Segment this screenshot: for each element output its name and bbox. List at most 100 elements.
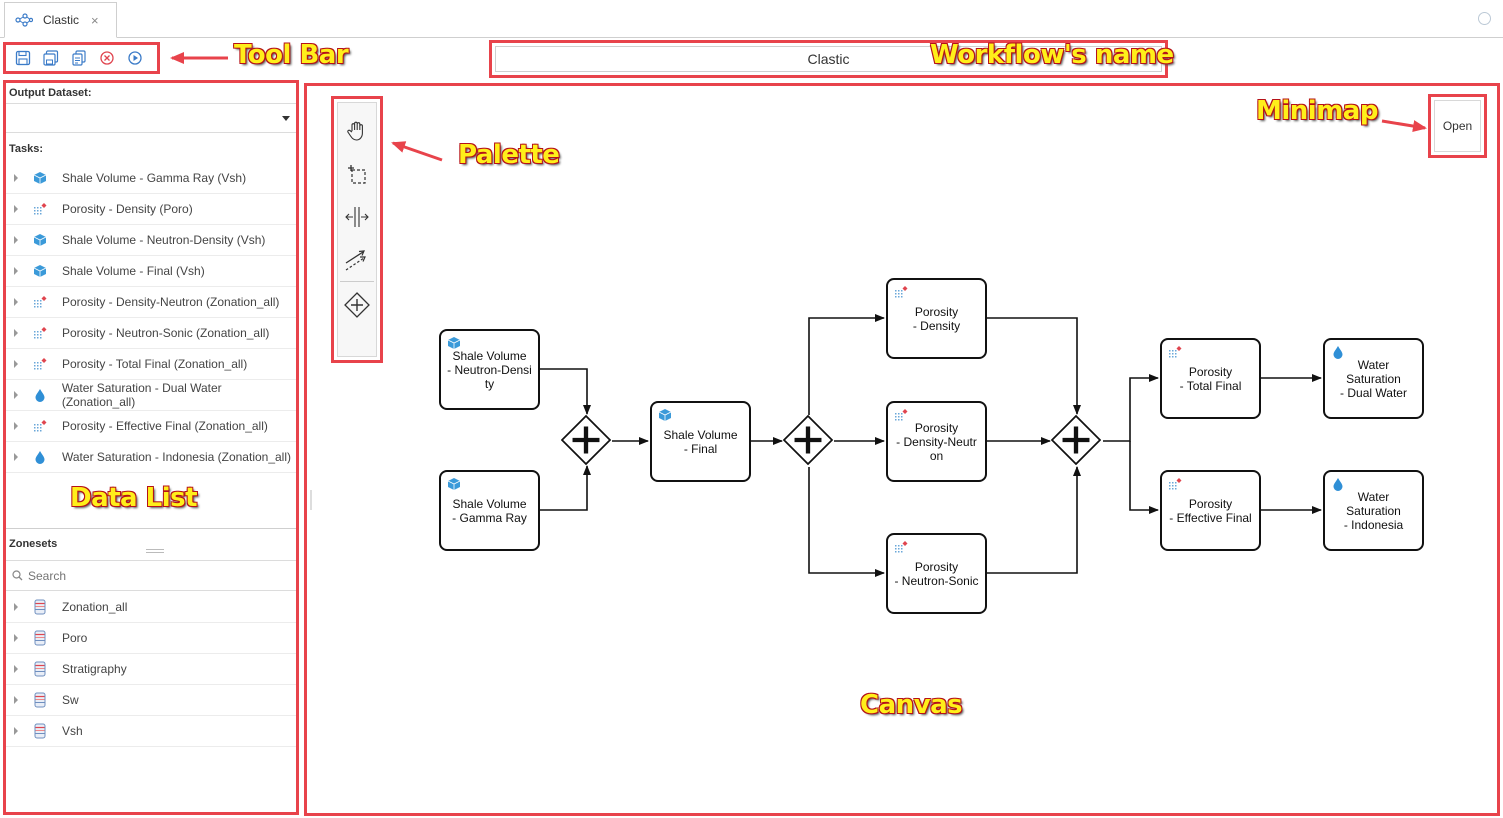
parallel-gateway-1[interactable] [561, 415, 611, 465]
search-input[interactable] [28, 568, 268, 583]
zoneset-icon [32, 630, 48, 646]
cancel-button[interactable] [98, 49, 116, 67]
close-icon[interactable]: × [91, 12, 99, 28]
node-shale-volume-final[interactable]: Shale Volume - Final [650, 401, 751, 482]
expand-arrow-icon[interactable] [14, 422, 18, 430]
expand-arrow-icon[interactable] [14, 360, 18, 368]
task-item[interactable]: Porosity - Neutron-Sonic (Zonation_all) [6, 318, 296, 349]
toolbar [3, 42, 160, 74]
node-label: Porosity - Neutron-Sonic [894, 559, 979, 588]
canvas[interactable] [304, 83, 1500, 816]
hand-tool-icon[interactable] [343, 117, 371, 145]
node-water-saturation-dual-water[interactable]: Water Saturation - Dual Water [1323, 338, 1424, 419]
cube-icon [32, 263, 48, 279]
splitter-handle[interactable] [146, 549, 164, 553]
expand-arrow-icon[interactable] [14, 267, 18, 275]
node-porosity-effective-final[interactable]: Porosity - Effective Final [1160, 470, 1261, 551]
zoneset-item[interactable]: Poro [6, 623, 296, 654]
workflow-icon [15, 13, 33, 27]
tab-clastic[interactable]: Clastic × [4, 2, 117, 38]
annotation-data-list: Data List [70, 483, 198, 513]
tab-bar: Clastic × [0, 0, 1503, 38]
task-item[interactable]: Porosity - Effective Final (Zonation_all… [6, 411, 296, 442]
task-label: Porosity - Neutron-Sonic (Zonation_all) [62, 326, 270, 340]
annotation-workflow-name: Workflow's name [930, 40, 1174, 70]
zoneset-item[interactable]: Sw [6, 685, 296, 716]
save-button[interactable] [14, 49, 32, 67]
node-water-saturation-indonesia[interactable]: Water Saturation - Indonesia [1323, 470, 1424, 551]
task-item[interactable]: Porosity - Density-Neutron (Zonation_all… [6, 287, 296, 318]
expand-arrow-icon[interactable] [14, 696, 18, 704]
node-porosity-total-final[interactable]: Porosity - Total Final [1160, 338, 1261, 419]
refresh-icon[interactable] [1478, 12, 1491, 25]
search-icon [12, 570, 23, 581]
annotation-toolbar: Tool Bar [234, 40, 349, 70]
expand-arrow-icon[interactable] [14, 329, 18, 337]
task-label: Porosity - Effective Final (Zonation_all… [62, 419, 268, 433]
node-shale-volume-gamma-ray[interactable]: Shale Volume - Gamma Ray [439, 470, 540, 551]
output-dataset-select[interactable] [6, 103, 296, 133]
parallel-gateway-3[interactable] [1051, 415, 1101, 465]
parallel-gateway-2[interactable] [783, 415, 833, 465]
zoneset-item[interactable]: Vsh [6, 716, 296, 747]
expand-arrow-icon[interactable] [14, 391, 18, 399]
copy-button[interactable] [70, 49, 88, 67]
porosity-icon [32, 356, 48, 372]
task-item[interactable]: Shale Volume - Neutron-Density (Vsh) [6, 225, 296, 256]
zoneset-icon [32, 723, 48, 739]
lasso-tool-icon[interactable] [343, 160, 371, 188]
node-porosity-neutron-sonic[interactable]: Porosity - Neutron-Sonic [886, 533, 987, 614]
node-label: Porosity - Density-Neutr on [896, 420, 977, 463]
expand-arrow-icon[interactable] [14, 453, 18, 461]
zoneset-label: Zonation_all [62, 600, 128, 614]
porosity-icon [32, 201, 48, 217]
task-label: Shale Volume - Final (Vsh) [62, 264, 205, 278]
node-shale-volume-neutron-density[interactable]: Shale Volume - Neutron-Densi ty [439, 329, 540, 410]
node-label: Porosity - Effective Final [1169, 496, 1252, 525]
save-as-icon [43, 50, 59, 66]
expand-arrow-icon[interactable] [14, 205, 18, 213]
expand-arrow-icon[interactable] [14, 727, 18, 735]
chevron-down-icon[interactable] [282, 116, 290, 121]
cancel-icon [100, 51, 114, 65]
zoneset-item[interactable]: Stratigraphy [6, 654, 296, 685]
run-button[interactable] [126, 49, 144, 67]
expand-arrow-icon[interactable] [14, 174, 18, 182]
zoneset-icon [32, 599, 48, 615]
zoneset-item[interactable]: Zonation_all [6, 592, 296, 623]
task-label: Water Saturation - Dual Water (Zonation_… [61, 381, 222, 409]
task-item[interactable]: Porosity - Total Final (Zonation_all) [6, 349, 296, 380]
task-item[interactable]: Porosity - Density (Poro) [6, 194, 296, 225]
expand-arrow-icon[interactable] [14, 665, 18, 673]
minimap-open-button[interactable]: Open [1434, 100, 1481, 152]
task-item[interactable]: Shale Volume - Final (Vsh) [6, 256, 296, 287]
expand-arrow-icon[interactable] [14, 298, 18, 306]
connect-tool-icon[interactable] [343, 246, 371, 274]
zonesets-search [6, 560, 296, 591]
task-item[interactable]: Shale Volume - Gamma Ray (Vsh) [6, 163, 296, 194]
node-porosity-density-neutron[interactable]: Porosity - Density-Neutr on [886, 401, 987, 482]
save-as-button[interactable] [42, 49, 60, 67]
expand-arrow-icon[interactable] [14, 236, 18, 244]
annotation-palette: Palette [458, 140, 560, 170]
porosity-icon [32, 294, 48, 310]
water-drop-icon [32, 387, 48, 403]
space-tool-icon[interactable] [343, 203, 371, 231]
node-porosity-density[interactable]: Porosity - Density [886, 278, 987, 359]
zoneset-label: Sw [62, 693, 79, 707]
task-label: Porosity - Total Final (Zonation_all) [62, 357, 248, 371]
porosity-icon [895, 286, 908, 298]
workflow-name-input[interactable] [495, 46, 1162, 72]
task-label: Water Saturation - Indonesia (Zonation_a… [62, 450, 292, 464]
porosity-icon [1169, 346, 1182, 358]
expand-arrow-icon[interactable] [14, 634, 18, 642]
zonesets-label: Zonesets [9, 538, 58, 550]
zoneset-label: Poro [62, 631, 88, 645]
task-item[interactable]: Water Saturation - Dual Water (Zonation_… [6, 380, 296, 411]
task-item[interactable]: Water Saturation - Indonesia (Zonation_a… [6, 442, 296, 473]
node-label: Water Saturation - Indonesia [1343, 489, 1404, 532]
expand-arrow-icon[interactable] [14, 603, 18, 611]
parallel-gateway-tool-icon[interactable] [343, 291, 371, 319]
cube-icon [447, 478, 461, 490]
panel-resize-handle[interactable] [310, 490, 312, 510]
